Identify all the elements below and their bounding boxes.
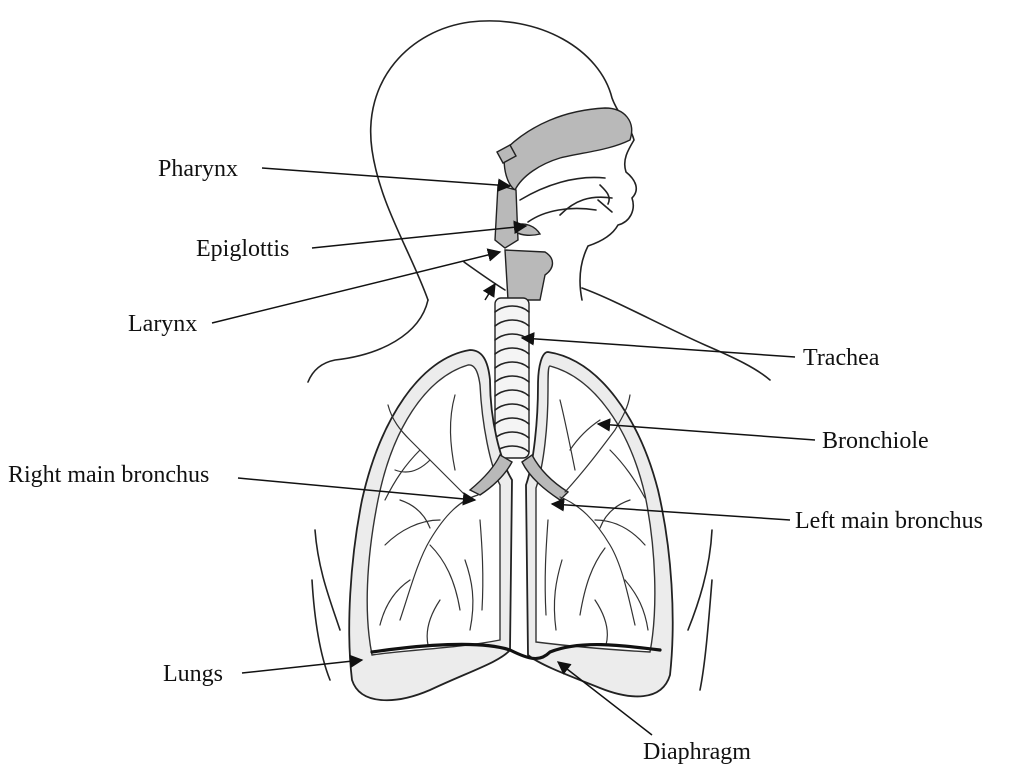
label-right-main-bronchus: Right main bronchus bbox=[8, 462, 209, 488]
upper-airway bbox=[464, 108, 632, 300]
left-shoulder bbox=[308, 300, 428, 382]
epiglottis-leader bbox=[312, 226, 526, 248]
larynx-leader-2 bbox=[485, 284, 495, 300]
label-trachea: Trachea bbox=[803, 345, 880, 371]
label-pharynx: Pharynx bbox=[158, 156, 238, 182]
label-lungs: Lungs bbox=[163, 661, 223, 687]
label-diaphragm: Diaphragm bbox=[643, 739, 751, 765]
larynx-box bbox=[505, 250, 553, 300]
trachea-shape bbox=[495, 298, 529, 458]
label-epiglottis: Epiglottis bbox=[196, 236, 289, 262]
larynx-leader bbox=[212, 252, 500, 323]
pharynx-line bbox=[464, 262, 505, 290]
pharynx-leader bbox=[262, 168, 510, 186]
tongue bbox=[528, 185, 612, 222]
pharynx-tube bbox=[495, 185, 518, 248]
trachea-leader bbox=[522, 338, 795, 357]
right-shoulder bbox=[582, 288, 770, 380]
nasal-cavity bbox=[504, 108, 631, 190]
label-larynx: Larynx bbox=[128, 311, 197, 337]
label-left-main-bronchus: Left main bronchus bbox=[795, 508, 983, 534]
lungs-leader bbox=[242, 660, 362, 673]
right-arm bbox=[700, 580, 712, 690]
label-bronchiole: Bronchiole bbox=[822, 428, 929, 454]
epiglottis-flap bbox=[516, 224, 540, 235]
left-torso bbox=[315, 530, 340, 630]
